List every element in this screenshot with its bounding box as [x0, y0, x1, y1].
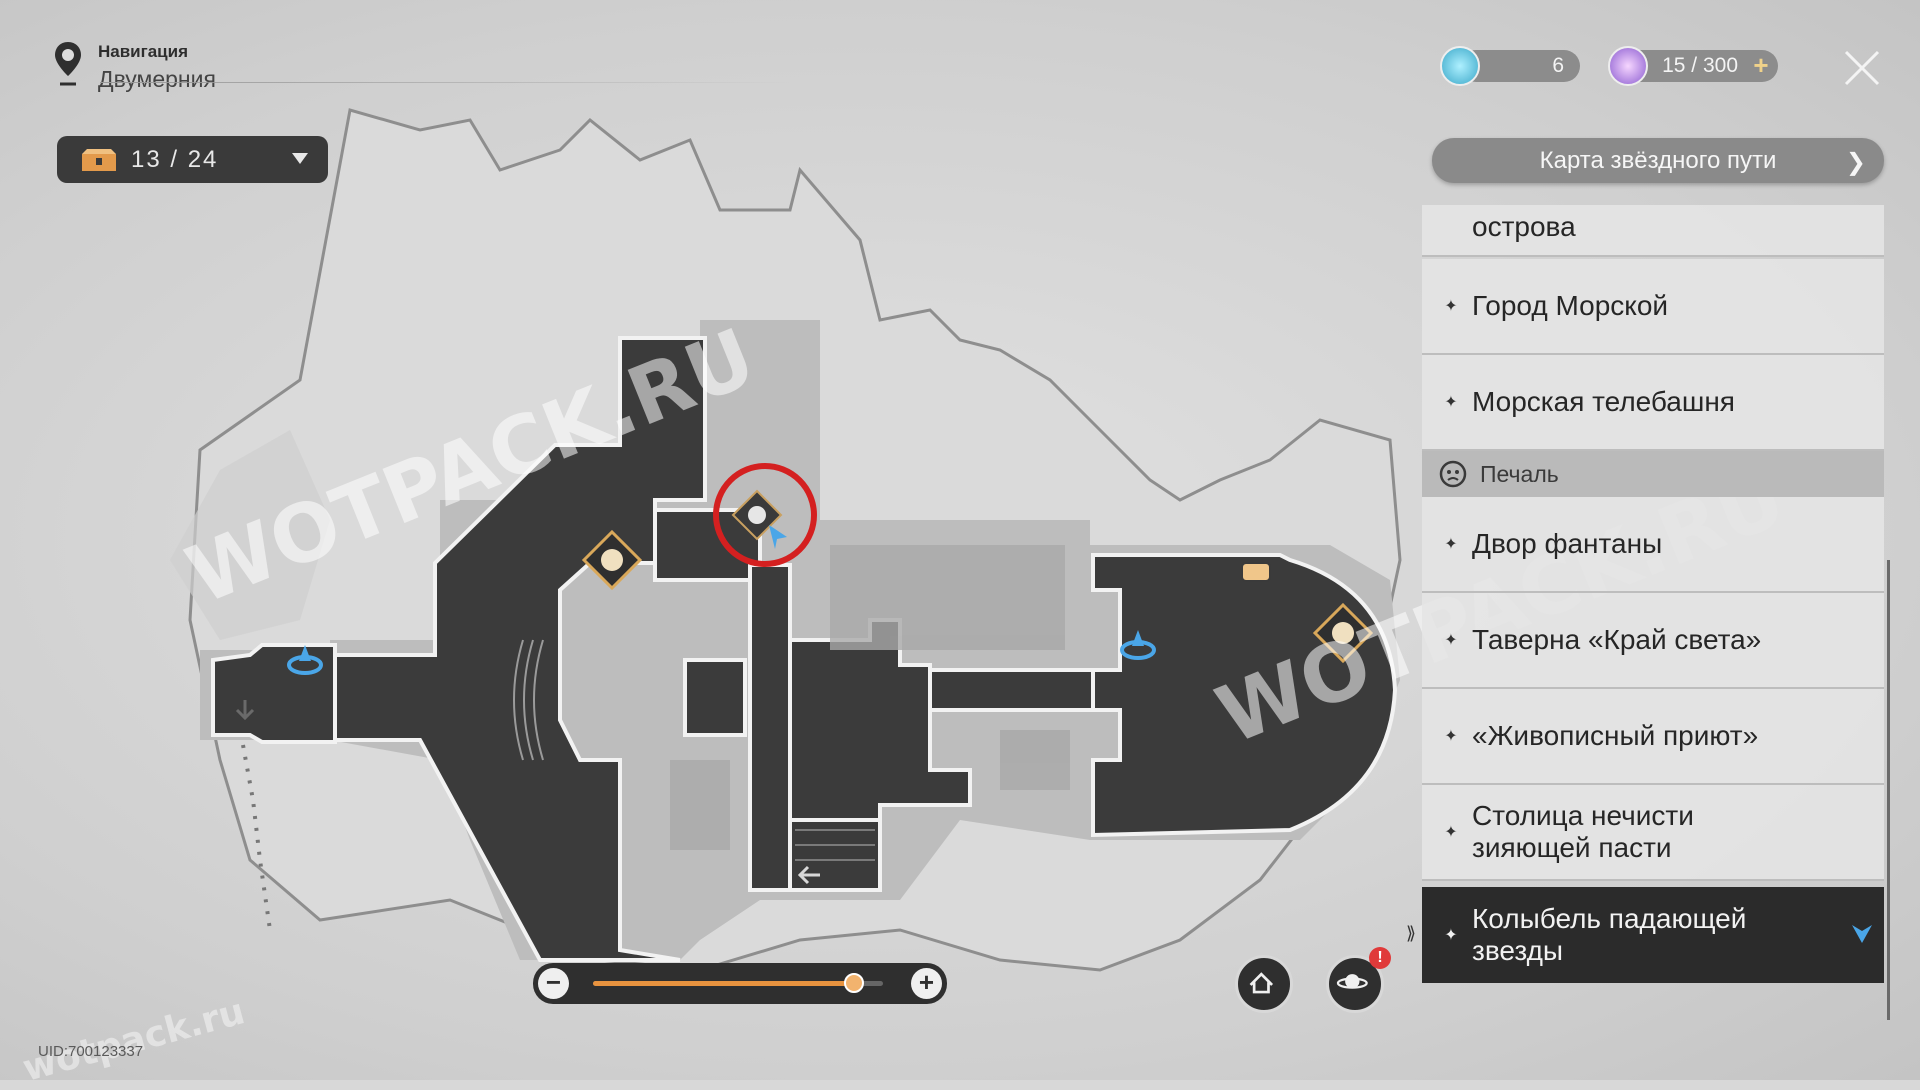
- divider: [100, 82, 790, 83]
- location-label: Столица нечисти зияющей пасти: [1472, 800, 1694, 863]
- star-icon: ✦: [1444, 298, 1458, 315]
- collected-treasure-marker[interactable]: [713, 463, 817, 567]
- fuel-icon: [1440, 46, 1480, 86]
- map-pin-icon: [55, 42, 81, 86]
- panel-header-label: Карта звёздного пути: [1539, 146, 1777, 174]
- home-icon: [1249, 972, 1274, 994]
- category-header: Печаль: [1422, 451, 1884, 497]
- location-label: Город Морской: [1472, 290, 1669, 321]
- treasure-counter-dropdown[interactable]: 13 / 24: [57, 136, 328, 183]
- location-label: «Живописный приют»: [1472, 720, 1759, 751]
- star-icon: ✦: [1444, 728, 1458, 745]
- navigation-header: Навигация Двумерния: [52, 40, 216, 93]
- location-label: Двор фантаны: [1472, 528, 1663, 559]
- star-icon: ✦: [1444, 927, 1458, 944]
- planet-icon: [1336, 974, 1368, 989]
- navigation-label: Навигация: [98, 42, 188, 61]
- location-label: Морская телебашня: [1472, 386, 1735, 417]
- treasure-marker[interactable]: [1312, 602, 1374, 664]
- current-location-icon: [1852, 925, 1872, 943]
- list-item-selected[interactable]: ⟫ ✦ Колыбель падающей звезды: [1406, 887, 1884, 983]
- chevron-right-icon: ❯: [1845, 149, 1866, 176]
- fuel-value: 6: [1552, 54, 1564, 77]
- stamina-counter[interactable]: 15 / 300: [1620, 50, 1778, 82]
- floor-bridge: [928, 668, 1102, 712]
- add-stamina-button[interactable]: +: [1753, 50, 1769, 80]
- star-icon: ✦: [1444, 394, 1458, 411]
- user-id: UID:700123337: [38, 1043, 144, 1060]
- scrollbar[interactable]: [1887, 560, 1890, 1020]
- star-icon: ✦: [1444, 824, 1458, 841]
- zoom-fill: [593, 981, 854, 986]
- floor-east-hall: [1091, 553, 1398, 838]
- list-item[interactable]: острова: [1422, 205, 1884, 257]
- floor-west-room: [683, 658, 747, 737]
- list-item[interactable]: ✦ «Живописный приют»: [1422, 689, 1884, 785]
- dotted-path: [241, 744, 272, 931]
- zoom-track[interactable]: [593, 973, 883, 993]
- zoom-slider[interactable]: − +: [533, 963, 947, 1004]
- teleport-icon[interactable]: [1120, 630, 1156, 660]
- fuel-counter: 6: [1460, 50, 1580, 82]
- world-switch-button[interactable]: [1326, 955, 1384, 1013]
- location-name: Двумерния: [98, 66, 216, 92]
- teleport-icon[interactable]: [287, 645, 323, 675]
- location-label: Колыбель падающей звезды: [1472, 903, 1747, 966]
- list-item[interactable]: ✦ Морская телебашня: [1422, 355, 1884, 451]
- floor-south-stairs: [788, 818, 882, 892]
- location-label: острова: [1472, 211, 1576, 242]
- zoom-out-button[interactable]: −: [538, 968, 569, 999]
- home-button[interactable]: [1235, 955, 1293, 1013]
- chest-icon: [82, 148, 116, 171]
- treasure-count: 13 / 24: [131, 145, 219, 173]
- star-icon: ✦: [1444, 632, 1458, 649]
- stamina-icon: [1608, 46, 1648, 86]
- exit-arrow-icon[interactable]: [235, 700, 255, 721]
- exit-arrow-icon[interactable]: [797, 865, 820, 885]
- treasure-marker[interactable]: [581, 529, 643, 591]
- list-item[interactable]: ✦ Двор фантаны: [1422, 497, 1884, 593]
- location-label: Таверна «Край света»: [1472, 624, 1762, 655]
- stamina-value: 15 / 300: [1662, 54, 1738, 77]
- floor-corridor: [748, 563, 792, 892]
- close-icon[interactable]: [1843, 49, 1881, 87]
- list-item[interactable]: ✦ Столица нечисти зияющей пасти: [1422, 785, 1884, 881]
- star-rail-map-button[interactable]: Карта звёздного пути ❯: [1432, 138, 1884, 183]
- selection-marker-icon: ⟫: [1406, 923, 1417, 943]
- notification-badge: !: [1369, 947, 1391, 969]
- star-icon: ✦: [1444, 536, 1458, 553]
- chevron-down-icon: [292, 153, 308, 164]
- sorrow-icon: [1439, 460, 1467, 488]
- list-item[interactable]: ✦ Таверна «Край света»: [1422, 593, 1884, 689]
- zoom-handle[interactable]: [844, 973, 864, 993]
- list-item[interactable]: ✦ Город Морской: [1422, 259, 1884, 355]
- vendor-icon[interactable]: [1241, 562, 1271, 582]
- category-label: Печаль: [1480, 461, 1559, 487]
- zoom-in-button[interactable]: +: [911, 968, 942, 999]
